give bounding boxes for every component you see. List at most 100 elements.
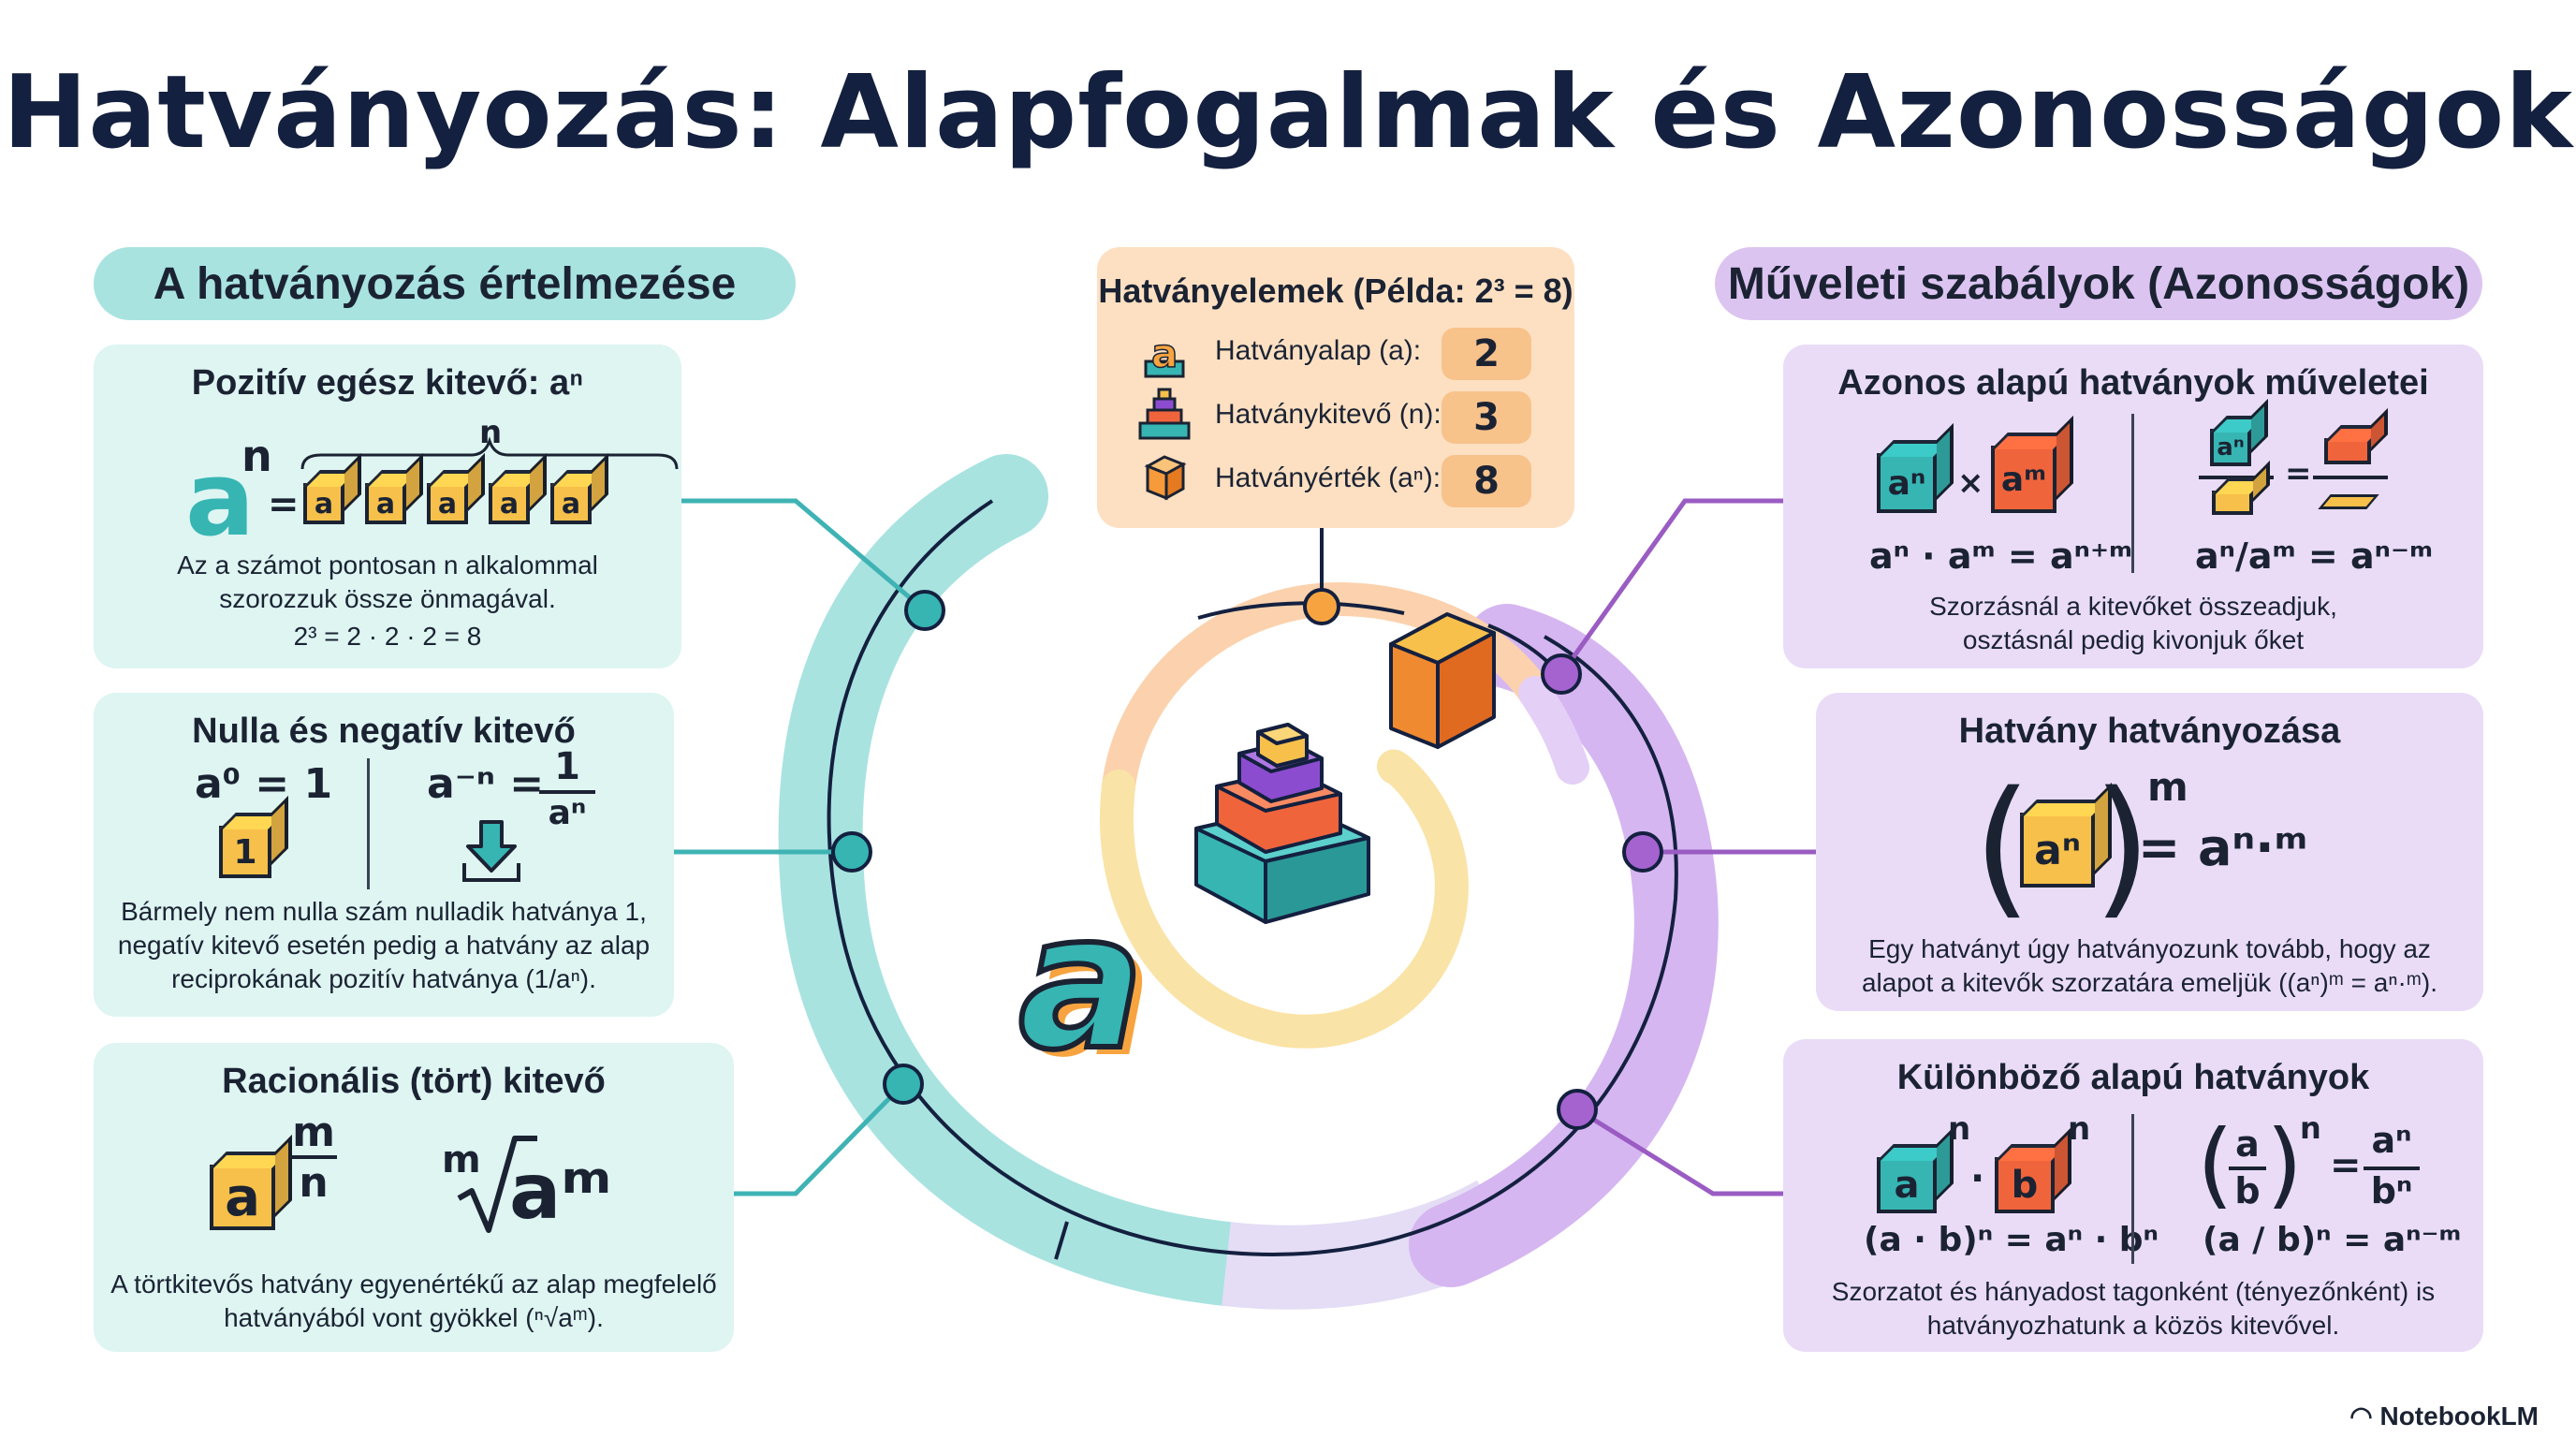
card-different-bases: Különböző alapú hatványok a n · b n (a ·… bbox=[1783, 1039, 2483, 1352]
card-description: Szorzatot és hányadost tagonként (tényez… bbox=[1831, 1277, 2436, 1340]
card-positive-exponent: Pozitív egész kitevő: aⁿ a n = n a a a a… bbox=[94, 345, 681, 668]
rhs-denominator: bⁿ bbox=[2370, 1170, 2413, 1211]
formula-zero: a⁰ = 1 bbox=[195, 760, 333, 808]
page-title: Hatványozás: Alapfogalmak és Azonosságok bbox=[2, 54, 2574, 171]
formula-quotient: (a / b)ⁿ = aⁿ⁻ᵐ bbox=[2203, 1221, 2462, 1259]
cube-frac-top: aⁿ bbox=[2210, 429, 2251, 466]
stacked-pyramid-icon bbox=[1138, 388, 1191, 440]
element-value-exponent: 3 bbox=[1442, 391, 1531, 444]
element-value-result: 8 bbox=[1442, 455, 1531, 507]
formula-equals: = bbox=[268, 483, 300, 526]
card-description: Bármely nem nulla szám nulladik hatványa… bbox=[117, 897, 651, 993]
inner-ring-purple bbox=[1518, 676, 1589, 785]
exp-numerator: m bbox=[292, 1108, 335, 1156]
fraction-denominator: aⁿ bbox=[548, 794, 587, 832]
stacked-pyramid-illustration bbox=[1194, 723, 1370, 924]
left-paren: ( bbox=[2197, 1109, 2234, 1219]
factor-cube-1: a bbox=[303, 483, 344, 524]
factor-cube-4: a bbox=[489, 483, 530, 524]
element-label-value: Hatványérték (aⁿ): bbox=[1215, 462, 1442, 493]
card-description: Egy hatványt úgy hatványozunk tovább, ho… bbox=[1861, 934, 2438, 997]
equals-sign: = bbox=[2285, 455, 2312, 492]
exp-fraction-bar bbox=[290, 1155, 337, 1159]
card-title: Hatvány hatványozása bbox=[1958, 712, 2341, 751]
base-cube: a bbox=[210, 1165, 275, 1230]
down-arrow-icon bbox=[462, 820, 520, 882]
times-sign: × bbox=[1957, 464, 1984, 502]
rhs-numerator: aⁿ bbox=[2371, 1120, 2412, 1161]
card-title: Azonos alapú hatványok műveletei bbox=[1837, 363, 2429, 403]
frac-bar bbox=[2229, 1167, 2266, 1170]
flat-slab bbox=[2318, 494, 2379, 509]
formula-exponent: n bbox=[242, 431, 272, 481]
root-sign-icon bbox=[457, 1136, 537, 1233]
element-label-exponent: Hatványkitevő (n): bbox=[1215, 399, 1442, 430]
formula-negative: a⁻ⁿ = bbox=[427, 760, 545, 808]
card-title: Nulla és negatív kitevő bbox=[192, 712, 576, 751]
inner-ring-yellow bbox=[1100, 749, 1469, 1049]
decorative-a-letter: a bbox=[1016, 873, 1148, 1092]
footer-brand: ◠ NotebookLM bbox=[2349, 1401, 2539, 1431]
notebooklm-icon: ◠ bbox=[2349, 1401, 2380, 1431]
card-description: A törtkitevős hatvány egyenértékű az ala… bbox=[110, 1269, 717, 1332]
element-label-base: Hatványalap (a): bbox=[1215, 335, 1422, 366]
card-description: Szorzásnál a kitevőket összeadjuk, osztá… bbox=[1929, 592, 2337, 654]
svg-text:a: a bbox=[1151, 330, 1178, 376]
formula-product: (a · b)ⁿ = aⁿ · bⁿ bbox=[1864, 1221, 2159, 1259]
brace-icon bbox=[300, 436, 679, 470]
factor-cube-5: a bbox=[550, 483, 592, 524]
formula-divide: aⁿ/aᵐ = aⁿ⁻ᵐ bbox=[2195, 536, 2434, 577]
right-paren: ) bbox=[2093, 758, 2152, 933]
card-rational-exponent: Racionális (tört) kitevő a m n m aᵐ A tö… bbox=[94, 1043, 734, 1352]
card-title: Pozitív egész kitevő: aⁿ bbox=[191, 363, 584, 403]
exp-b: n bbox=[2068, 1110, 2091, 1148]
a-letter-icon: a bbox=[1144, 330, 1185, 378]
card-zero-negative-exponent: Nulla és negatív kitevő a⁰ = 1 1 a⁻ⁿ = 1… bbox=[94, 693, 674, 1017]
root-body: aᵐ bbox=[509, 1148, 612, 1237]
elements-title: Hatványelemek (Példa: 2³ = 8) bbox=[1098, 271, 1573, 310]
divider bbox=[2131, 1114, 2134, 1264]
card-description: Az a számot pontosan n alkalommal szoroz… bbox=[177, 550, 598, 651]
frac-bar-right bbox=[2313, 476, 2388, 479]
right-section-header: Műveleti szabályok (Azonosságok) bbox=[1715, 247, 2482, 320]
card-power-of-power: Hatvány hatványozása ( aⁿ ) m = aⁿ·ᵐ Egy… bbox=[1816, 693, 2483, 1011]
frac-b: b bbox=[2234, 1170, 2261, 1211]
inner-power-cube: aⁿ bbox=[2020, 813, 2095, 888]
rhs-frac-bar bbox=[2364, 1167, 2420, 1170]
dot-sign: · bbox=[1970, 1157, 1985, 1200]
power-result: = aⁿ·ᵐ bbox=[2138, 818, 2308, 877]
cube-icon bbox=[1144, 455, 1187, 501]
card-title: Racionális (tört) kitevő bbox=[222, 1062, 606, 1101]
root-index: m bbox=[442, 1138, 481, 1181]
right-paren: ) bbox=[2266, 1109, 2304, 1219]
card-same-base-operations: Azonos alapú hatványok műveletei aⁿ × aᵐ… bbox=[1783, 345, 2483, 668]
spiral-line bbox=[827, 499, 1678, 1257]
divider bbox=[2131, 414, 2134, 573]
card-title: Különböző alapú hatványok bbox=[1896, 1058, 2370, 1097]
element-value-base: 2 bbox=[1442, 328, 1531, 380]
cube-a: a bbox=[1877, 1157, 1937, 1213]
cube-frac-bottom bbox=[2212, 491, 2253, 515]
teal-arc-band bbox=[778, 454, 1268, 1306]
exp-a: n bbox=[1948, 1110, 1971, 1148]
divider bbox=[367, 758, 370, 889]
cube-b: b bbox=[1995, 1157, 2055, 1213]
fraction-bar bbox=[539, 790, 595, 794]
factor-cube-2: a bbox=[365, 483, 406, 524]
cube-a-m: aᵐ bbox=[1991, 446, 2056, 513]
left-section-header: A hatványozás értelmezése bbox=[94, 247, 796, 320]
formula-base: a bbox=[185, 439, 256, 559]
one-cube: 1 bbox=[219, 826, 271, 878]
formula-multiply: aⁿ · aᵐ = aⁿ⁺ᵐ bbox=[1869, 536, 2133, 577]
exp-quotient: n bbox=[2300, 1110, 2321, 1146]
cube-a-n: aⁿ bbox=[1877, 453, 1937, 513]
factor-cube-3: a bbox=[427, 483, 468, 524]
cube-result-top bbox=[2324, 438, 2371, 464]
power-elements-box: Hatványelemek (Példa: 2³ = 8) a Hatványa… bbox=[1097, 247, 1574, 528]
frac-a: a bbox=[2235, 1123, 2260, 1165]
brace-label: n bbox=[479, 414, 503, 451]
fraction-numerator: 1 bbox=[554, 745, 580, 788]
outer-exponent: m bbox=[2147, 764, 2188, 810]
equals-sign: = bbox=[2330, 1144, 2362, 1187]
exp-denominator: n bbox=[299, 1159, 329, 1207]
